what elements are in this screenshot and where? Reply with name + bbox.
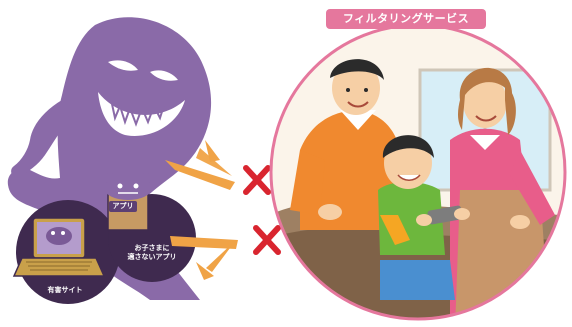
child-figure <box>378 135 470 300</box>
harmful-site-label: 有害サイト <box>47 286 83 294</box>
app-tag: アプリ <box>109 201 137 212</box>
monster-face <box>98 60 185 136</box>
filter-service-badge: フィルタリングサービス <box>326 9 486 29</box>
unsuitable-app-label: お子さまに 適さないアプリ <box>127 244 177 261</box>
monster-silhouette <box>7 17 212 301</box>
filter-circle <box>269 23 567 321</box>
block-x-icon <box>243 165 281 255</box>
app-box-icon <box>104 173 152 231</box>
deflect-arrow-icon <box>165 140 238 280</box>
laptop-icon <box>12 217 106 277</box>
father-figure <box>290 59 405 230</box>
